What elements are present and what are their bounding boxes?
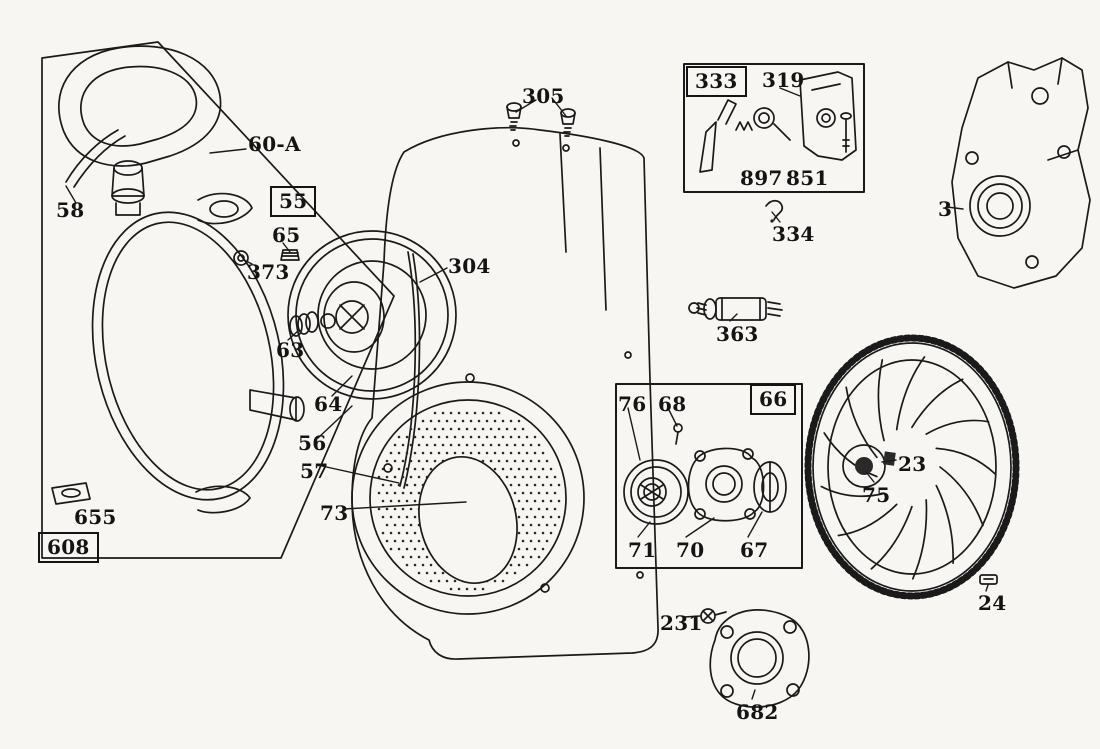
callout-23: 23	[898, 452, 927, 476]
callout-24: 24	[978, 591, 1007, 615]
blower-housing	[351, 126, 659, 660]
flywheel	[804, 334, 1020, 600]
callout-75: 75	[862, 483, 891, 507]
flange-682	[709, 609, 810, 708]
coupling-363	[688, 297, 783, 321]
callout-63: 63	[276, 338, 305, 362]
backplate-panel	[41, 41, 395, 559]
callout-70: 70	[676, 538, 705, 562]
callout-373: 373	[247, 260, 290, 284]
callout-66: 66	[750, 384, 797, 415]
inset-box-333	[683, 63, 865, 193]
callout-897: 897	[740, 166, 783, 190]
callout-851: 851	[786, 166, 829, 190]
rewind-pulley	[287, 230, 457, 489]
small-hardware-55	[233, 249, 300, 266]
callout-363: 363	[716, 322, 759, 346]
leader-lines	[65, 87, 989, 700]
callout-58: 58	[56, 198, 85, 222]
callout-333: 333	[686, 66, 747, 97]
callout-67: 67	[740, 538, 769, 562]
callout-682: 682	[736, 700, 779, 724]
callout-655: 655	[74, 505, 117, 529]
callout-334: 334	[772, 222, 815, 246]
screw-305-right	[560, 108, 576, 137]
callout-57: 57	[300, 459, 329, 483]
callout-319: 319	[762, 68, 805, 92]
clip-24	[979, 574, 998, 585]
callout-65: 65	[272, 223, 301, 247]
flywheel-fins	[820, 356, 997, 580]
callout-304: 304	[448, 254, 491, 278]
callout-231: 231	[660, 611, 703, 635]
box-66	[615, 383, 803, 569]
starter-handle	[58, 45, 222, 216]
clip-334	[765, 199, 784, 223]
callout-71: 71	[628, 538, 657, 562]
callout-60a: 60-A	[248, 132, 301, 156]
screw-305-left	[506, 102, 522, 131]
callout-56: 56	[298, 431, 327, 455]
callout-73: 73	[320, 501, 349, 525]
callout-76: 76	[618, 392, 647, 416]
callout-3: 3	[938, 197, 953, 221]
callout-68: 68	[658, 392, 687, 416]
callout-55: 55	[270, 186, 317, 217]
screw-231	[700, 608, 727, 624]
callout-608: 608	[38, 532, 99, 563]
callout-64: 64	[314, 392, 343, 416]
crankcase	[951, 57, 1091, 289]
callout-305: 305	[522, 84, 565, 108]
